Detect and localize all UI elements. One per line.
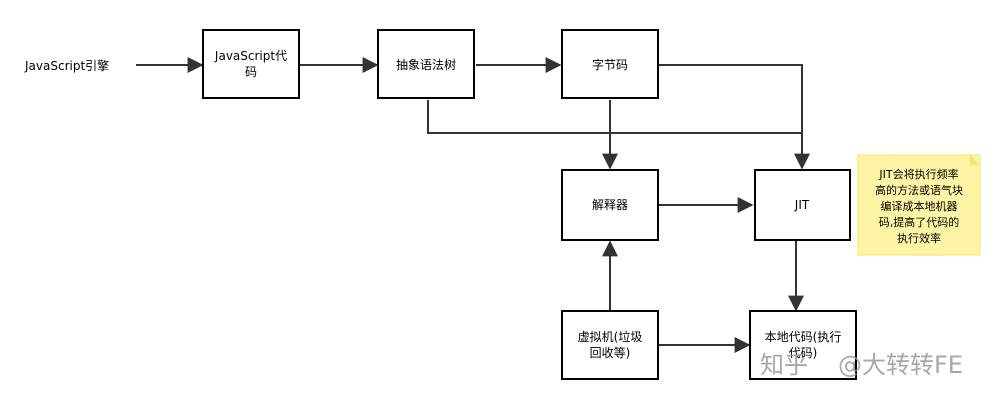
jit-note-line4: 码,提高了代码的 — [879, 215, 960, 229]
node-jit-label: JIT — [794, 198, 810, 212]
node-bytecode-label: 字节码 — [592, 57, 628, 72]
node-vm: 虚拟机(垃圾 回收等) — [561, 310, 659, 380]
jit-note-line1: JIT会将执行频率 — [878, 167, 958, 181]
watermark: 知乎 @大转转FE — [760, 351, 963, 379]
node-native-line2: 代码) — [789, 346, 818, 360]
node-vm-line1: 虚拟机(垃圾 — [578, 329, 643, 344]
jit-note-line5: 执行效率 — [897, 231, 941, 245]
node-ast: 抽象语法树 — [377, 29, 475, 99]
jit-note: JIT会将执行频率 高的方法或语气块 编译成本地机器 码,提高了代码的 执行效率 — [857, 154, 981, 256]
entry-label: JavaScript引擎 — [24, 58, 109, 73]
jit-note-line3: 编译成本地机器 — [881, 199, 958, 213]
node-js-code-line1: JavaScript代 — [214, 49, 287, 63]
node-jit: JIT — [754, 169, 851, 241]
node-native: 本地代码(执行 代码) — [749, 310, 857, 380]
node-vm-line2: 回收等) — [590, 346, 631, 360]
edge-bytecode-to-jit — [658, 64, 810, 170]
watermark-platform: 知乎 — [760, 351, 808, 379]
jit-note-line2: 高的方法或语气块 — [875, 183, 963, 197]
node-ast-label: 抽象语法树 — [396, 57, 456, 72]
watermark-author: @大转转FE — [838, 351, 963, 379]
edge-ast-to-jit — [427, 100, 802, 134]
node-js-code: JavaScript代 码 — [202, 29, 300, 99]
node-interpreter: 解释器 — [561, 169, 659, 241]
node-native-line1: 本地代码(执行 — [765, 330, 842, 344]
node-js-code-line2: 码 — [245, 65, 257, 79]
node-bytecode: 字节码 — [561, 29, 659, 99]
node-interpreter-label: 解释器 — [592, 198, 628, 212]
